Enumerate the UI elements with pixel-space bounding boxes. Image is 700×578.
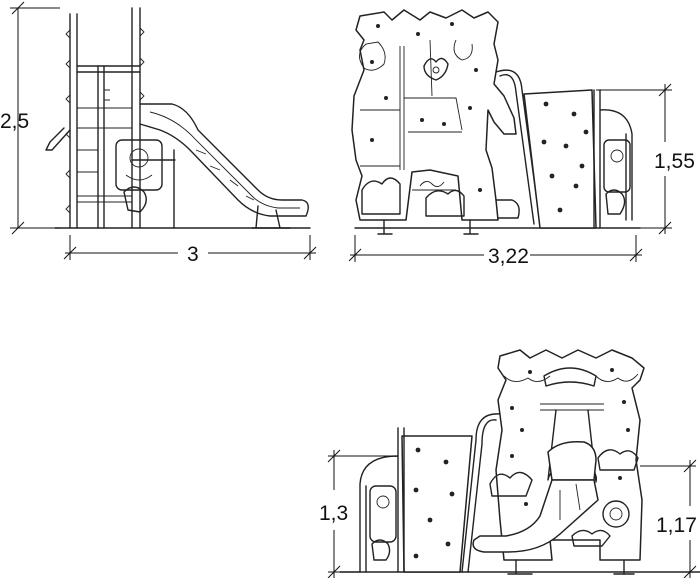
dimension-view3-left-height: 1,3 (319, 449, 398, 578)
dimension-view3-right-height: 1,17 (640, 459, 697, 578)
dimension-view2-width: 3,22 (348, 235, 643, 268)
dimension-view2-height: 1,55 (596, 83, 695, 235)
dimension-view1-width: 3 (63, 235, 317, 266)
elephant-rear-view (339, 349, 700, 575)
dimension-label-view1-height: 2,5 (0, 110, 29, 133)
dimension-label-view2-width: 3,22 (488, 245, 529, 268)
dimension-label-view1-width: 3 (187, 243, 199, 266)
elephant-front-view (351, 9, 641, 235)
dimension-view1-height: 2,5 (0, 1, 60, 235)
dimension-label-view2-height: 1,55 (654, 150, 695, 173)
tower-slide-side-view (45, 7, 311, 229)
dimension-label-view3-right-height: 1,17 (656, 514, 697, 537)
dimension-label-view3-left-height: 1,3 (319, 502, 348, 525)
